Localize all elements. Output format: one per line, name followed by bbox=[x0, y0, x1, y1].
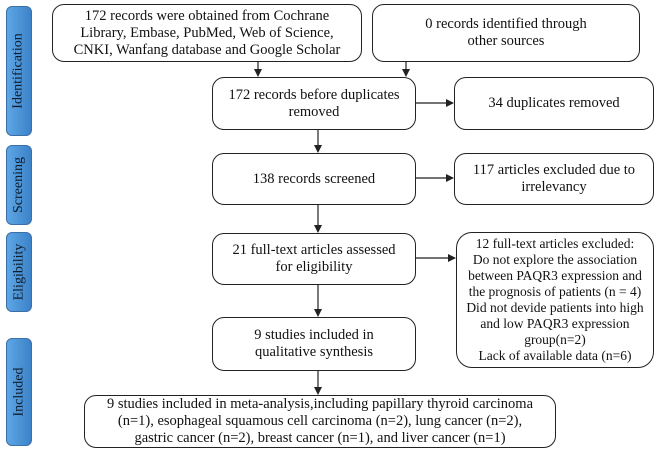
box-duplicates-removed: 34 duplicates removed bbox=[454, 77, 654, 130]
box-fulltext-excluded: 12 full-text articles excluded: Do not e… bbox=[456, 232, 654, 368]
stage-label-included: Included bbox=[6, 338, 32, 446]
box-qualitative-synthesis: 9 studies included in qualitative synthe… bbox=[212, 317, 416, 371]
stage-label-eligibility: Eligibility bbox=[6, 232, 32, 312]
box-fulltext-assessed: 21 full-text articles assessed for eligi… bbox=[212, 233, 416, 285]
box-meta-analysis: 9 studies included in meta-analysis,incl… bbox=[84, 395, 556, 448]
box-excluded-irrelevancy: 117 articles excluded due to irrelevancy bbox=[454, 153, 654, 205]
box-records-screened: 138 records screened bbox=[212, 153, 416, 205]
stage-label-identification: Identification bbox=[6, 6, 32, 136]
box-before-duplicates: 172 records before duplicates removed bbox=[212, 77, 416, 130]
box-database-records: 172 records were obtained from Cochrane … bbox=[52, 4, 362, 62]
stage-label-screening: Screening bbox=[6, 145, 32, 225]
box-other-sources: 0 records identified through other sourc… bbox=[372, 4, 640, 62]
